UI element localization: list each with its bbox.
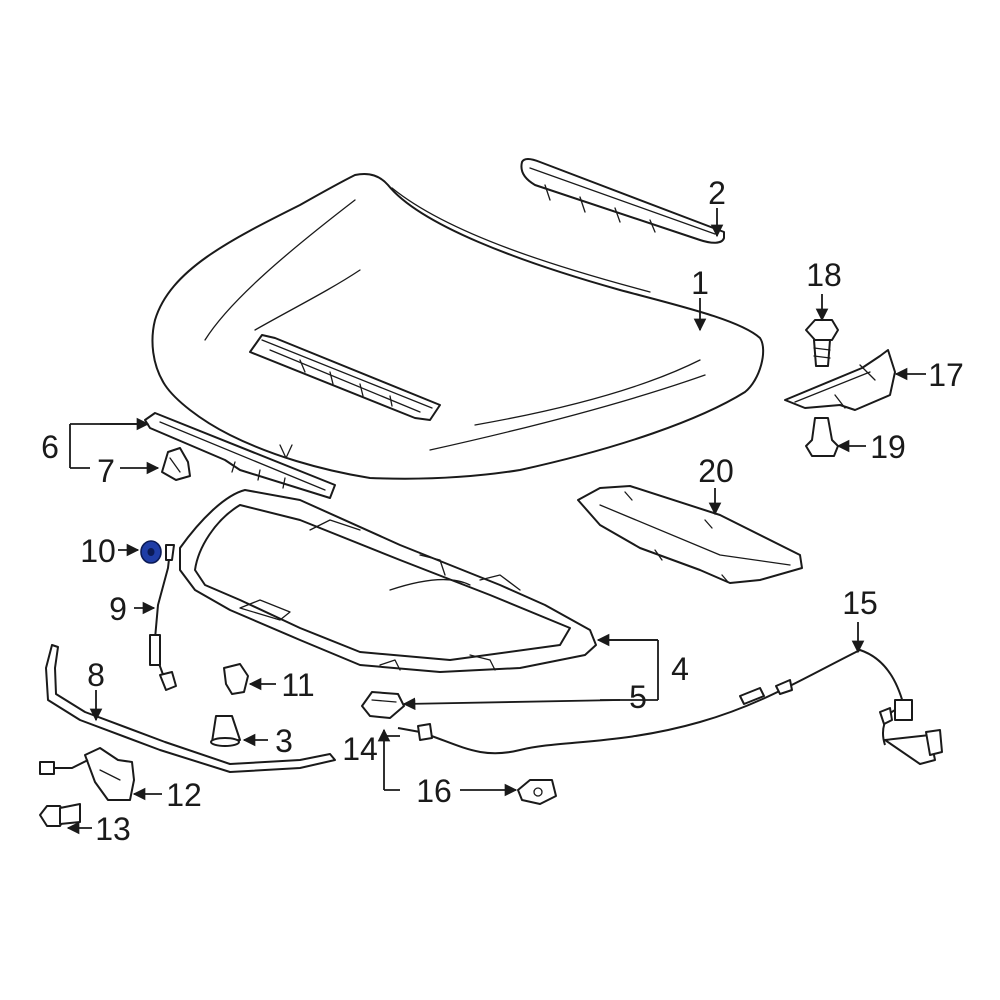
callout-14: 14	[342, 731, 378, 767]
hood-bumper[interactable]	[210, 715, 241, 747]
callout-11: 11	[281, 667, 314, 703]
callout-19: 19	[870, 429, 906, 465]
hood-panel[interactable]	[151, 173, 765, 480]
hinge-bolt[interactable]	[805, 319, 839, 367]
callout-15: 15	[842, 585, 878, 621]
hinge-pin[interactable]	[805, 417, 839, 457]
hood-insulator[interactable]	[179, 489, 597, 673]
insulator-retainer[interactable]	[361, 691, 405, 719]
callout-18: 18	[806, 257, 842, 293]
callout-17: 17	[928, 357, 964, 393]
hood-latch[interactable]	[39, 747, 135, 801]
callout-1: 1	[691, 265, 709, 301]
callout-16: 16	[416, 773, 452, 809]
callout-4: 4	[671, 651, 689, 687]
callout-12: 12	[166, 777, 202, 813]
callout-6: 6	[41, 429, 59, 465]
callout-13: 13	[95, 811, 131, 847]
leader-5	[402, 697, 621, 711]
hood-molding[interactable]	[520, 158, 725, 244]
callout-20: 20	[698, 453, 734, 489]
cable-clip[interactable]	[517, 779, 557, 805]
leader-14-16-bracket	[383, 735, 400, 791]
prop-rod-clip[interactable]	[223, 663, 249, 695]
callout-10: 10	[80, 533, 116, 569]
prop-rod[interactable]	[149, 544, 177, 691]
hood-hinge[interactable]	[784, 349, 896, 411]
callout-5: 5	[629, 679, 647, 715]
callout-8: 8	[87, 657, 105, 693]
callout-3: 3	[275, 723, 293, 759]
latch-bolt[interactable]	[39, 803, 81, 827]
hood-seal[interactable]	[144, 412, 336, 499]
hood-shield[interactable]	[577, 485, 803, 584]
seal-clip[interactable]	[161, 447, 191, 481]
release-cable[interactable]	[397, 648, 943, 765]
front-weatherstrip[interactable]	[45, 644, 336, 773]
callout-2: 2	[708, 175, 726, 211]
callout-9: 9	[109, 591, 127, 627]
prop-rod-grommet[interactable]	[140, 540, 162, 564]
callout-7: 7	[97, 453, 115, 489]
